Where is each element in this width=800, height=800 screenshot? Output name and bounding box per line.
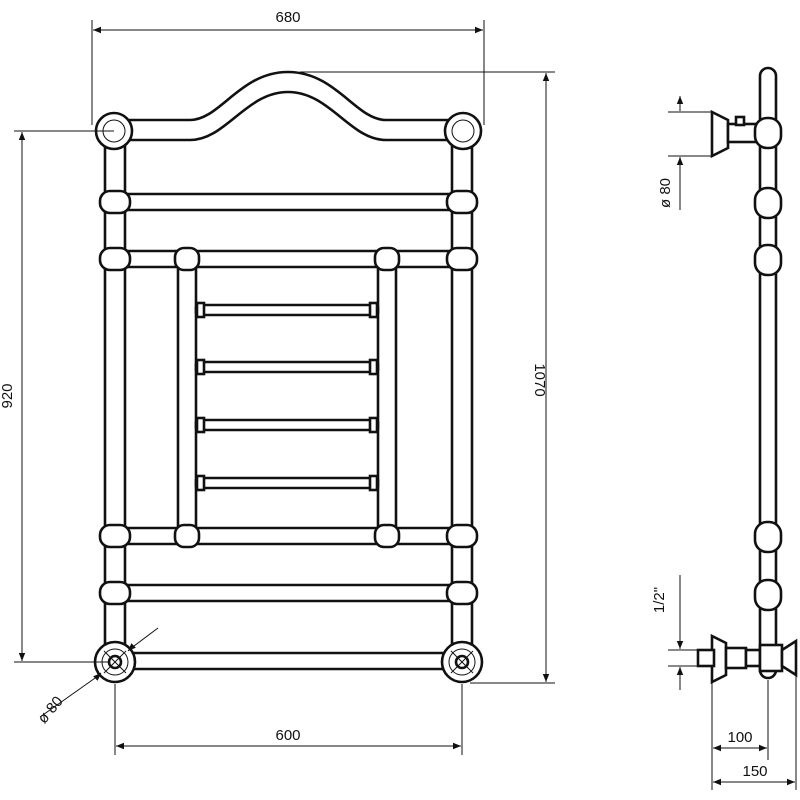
dimension-thread-size: 1/2" <box>651 575 700 690</box>
depth-to-pipe-label: 100 <box>727 729 752 746</box>
inner-bar-4 <box>194 476 380 490</box>
overall-height-label: 1070 <box>531 363 548 396</box>
dimension-depth-overall: 150 <box>713 676 797 790</box>
inner-bar-2 <box>194 360 380 374</box>
dimension-overall-width: 680 <box>91 9 485 125</box>
dimension-overall-height: 1070 <box>300 71 555 684</box>
dimension-flange-diameter-side: ø 80 <box>657 96 712 210</box>
rail-3 <box>110 526 466 546</box>
depth-overall-label: 150 <box>742 763 767 780</box>
rail-4 <box>110 583 466 603</box>
dimension-flange-diameter-front: ø 80 <box>34 627 159 727</box>
arched-top-rail <box>113 70 464 142</box>
knob <box>98 189 132 215</box>
rail-bottom <box>110 651 466 671</box>
inner-right-post <box>376 250 398 544</box>
inner-bar-3 <box>194 418 380 432</box>
overall-width-label: 680 <box>275 9 300 26</box>
dimension-center-height: 920 <box>0 130 114 663</box>
front-flange-diameter-label: ø 80 <box>34 693 66 727</box>
thread-size-label: 1/2" <box>651 587 668 613</box>
top-right-flange <box>443 111 483 151</box>
center-width-label: 600 <box>275 727 300 744</box>
center-height-label: 920 <box>0 383 16 408</box>
bottom-right-valve <box>440 640 484 684</box>
inner-left-post <box>176 250 198 544</box>
side-view: ø 80 1/2" 100 150 <box>651 66 798 790</box>
rail-1 <box>110 192 466 212</box>
dimension-center-width: 600 <box>114 684 463 755</box>
rail-2 <box>110 249 466 269</box>
side-top-bracket <box>710 109 783 159</box>
side-flange-diameter-label: ø 80 <box>657 178 674 208</box>
side-valve <box>696 633 798 685</box>
front-view: 680 920 1070 600 ø 80 <box>0 9 555 755</box>
dimension-depth-to-pipe: 100 <box>711 680 769 790</box>
inner-bar-1 <box>194 303 380 317</box>
